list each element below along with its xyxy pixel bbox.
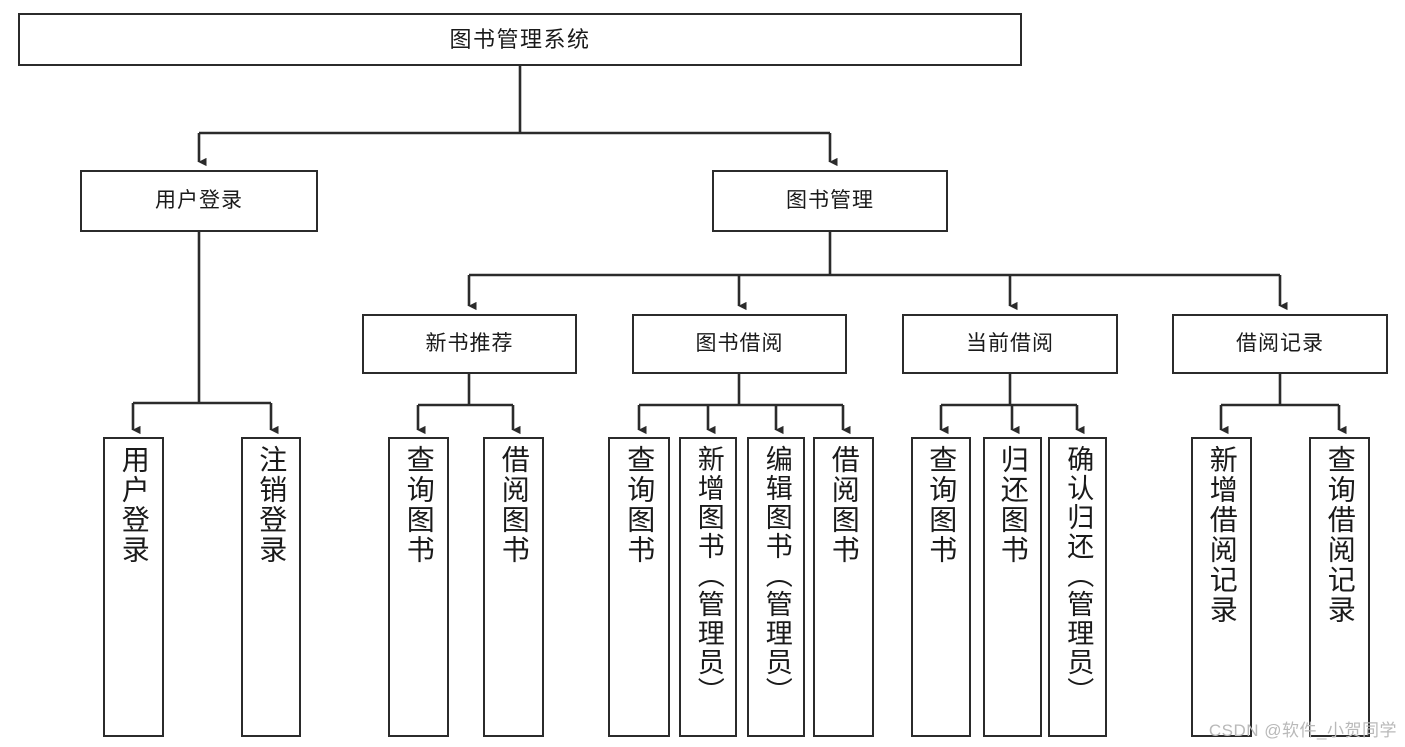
node-new-book-recommend[interactable]: 新书推荐 [362,314,577,374]
node-label: 新增图书（管理员） [693,445,724,706]
node-label: 查询图书 [624,445,656,565]
node-label: 用户登录 [118,445,150,565]
node-label: 当前借阅 [966,331,1054,355]
node-label: 确认归还（管理员） [1063,445,1094,706]
node-label: 编辑图书（管理员） [761,445,792,706]
node-label: 新增借阅记录 [1206,445,1238,625]
node-label: 新书推荐 [425,331,514,355]
node-leaf-query-book-borrow[interactable]: 查询图书 [608,437,670,737]
node-label: 图书管理 [786,188,874,212]
node-label: 查询图书 [403,445,435,565]
node-leaf-borrow-book-rec[interactable]: 借阅图书 [483,437,544,737]
node-label: 归还图书 [997,445,1029,565]
node-label: 图书管理系统 [449,26,591,52]
node-root-system[interactable]: 图书管理系统 [18,13,1022,66]
node-leaf-confirm-return-admin[interactable]: 确认归还（管理员） [1048,437,1107,737]
node-leaf-borrow-book[interactable]: 借阅图书 [813,437,874,737]
node-book-borrow[interactable]: 图书借阅 [632,314,847,374]
node-user-login[interactable]: 用户登录 [80,170,318,232]
node-leaf-return-book[interactable]: 归还图书 [983,437,1042,737]
node-leaf-edit-book-admin[interactable]: 编辑图书（管理员） [747,437,805,737]
node-leaf-query-book-rec[interactable]: 查询图书 [388,437,449,737]
node-leaf-user-logout[interactable]: 注销登录 [241,437,301,737]
node-label: 查询图书 [926,445,958,565]
node-leaf-query-borrow-record[interactable]: 查询借阅记录 [1309,437,1370,737]
node-label: 借阅图书 [498,445,530,565]
node-label: 用户登录 [155,188,243,212]
node-borrow-record[interactable]: 借阅记录 [1172,314,1388,374]
node-label: 借阅图书 [828,445,860,565]
node-label: 借阅记录 [1236,331,1324,355]
node-book-management[interactable]: 图书管理 [712,170,948,232]
node-label: 图书借阅 [695,331,784,355]
node-leaf-add-book-admin[interactable]: 新增图书（管理员） [679,437,737,737]
csdn-watermark: CSDN @软件_小贺同学 [1208,721,1397,740]
node-leaf-query-book-current[interactable]: 查询图书 [911,437,971,737]
node-label: 查询借阅记录 [1324,445,1356,625]
node-label: 注销登录 [256,445,288,565]
node-leaf-user-login[interactable]: 用户登录 [103,437,164,737]
node-leaf-add-borrow-record[interactable]: 新增借阅记录 [1191,437,1252,737]
node-current-borrow[interactable]: 当前借阅 [902,314,1118,374]
